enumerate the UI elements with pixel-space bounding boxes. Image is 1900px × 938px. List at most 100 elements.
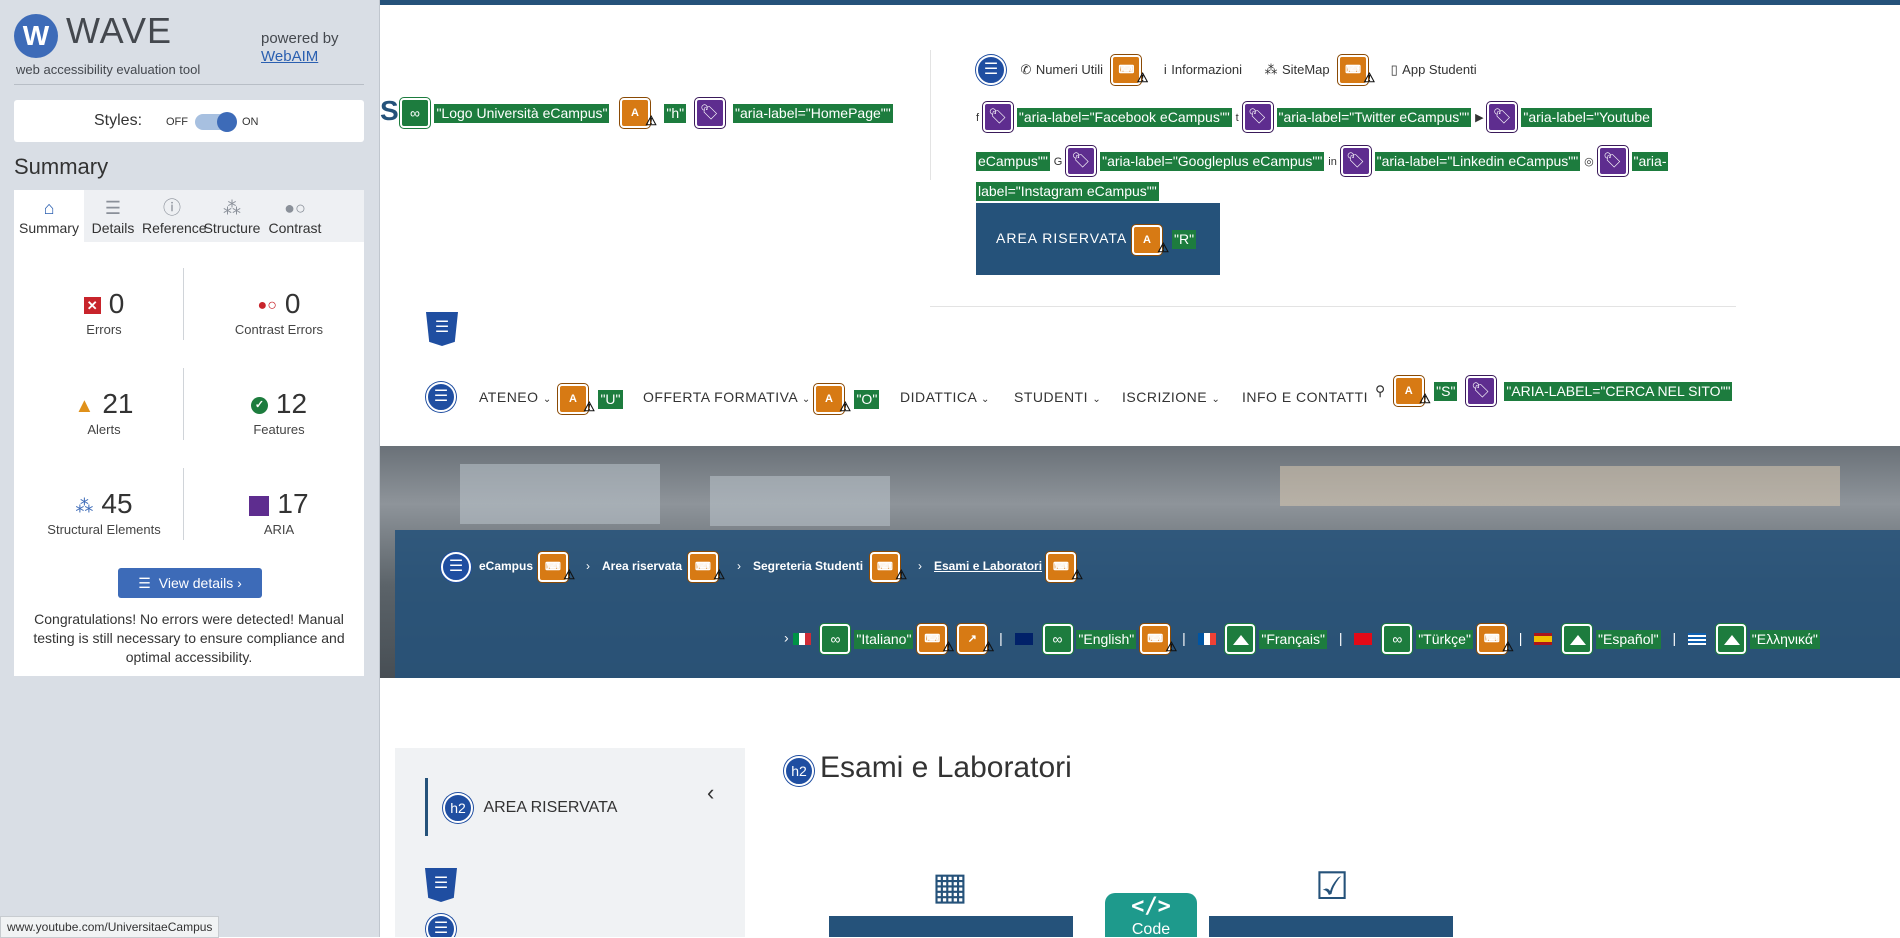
contrast-icon: ●○ [284, 198, 306, 218]
chevron-down-icon: ⌄ [801, 394, 811, 405]
chevron-down-icon: ⌄ [542, 394, 552, 405]
tab-details[interactable]: ☰ Details [84, 190, 142, 242]
h2-badge: h2 [784, 756, 814, 786]
webaim-link[interactable]: WebAIM [261, 48, 319, 65]
linkedin-icon[interactable]: in [1328, 156, 1337, 168]
stat-alerts[interactable]: ▲21 Alerts [24, 386, 184, 437]
nav-iscrizione[interactable]: ISCRIZIONE ⌄ [1122, 389, 1220, 405]
o-tag: "O" [854, 389, 880, 409]
html5-icon-wrap: ☰ [425, 868, 457, 902]
aria-tag-icon: 🏷 [1597, 146, 1628, 177]
status-bar-url: www.youtube.com/UniversitaeCampus [0, 916, 220, 938]
nav-didattica[interactable]: DIDATTICA ⌄ [900, 389, 990, 405]
tab-structure[interactable]: ⁂ Structure [202, 190, 262, 242]
lang-francais[interactable]: "Français" [1259, 629, 1327, 649]
mobile-icon: ▯ [1390, 62, 1398, 78]
wave-sidebar: W WAVE web accessibility evaluation tool… [0, 0, 380, 937]
search-icon[interactable]: ⚲ [1375, 382, 1386, 399]
chevron-right-icon: › [784, 629, 789, 646]
structural-label: Structural Elements [47, 522, 161, 537]
contrast-errors-label: Contrast Errors [234, 322, 324, 337]
alerts-label: Alerts [87, 422, 121, 437]
aria-count: 17 [277, 488, 309, 519]
area-riservata-button[interactable]: AREA RISERVATA A "R" [976, 203, 1220, 275]
hero-building [460, 464, 660, 524]
homepage-aria-tag: "aria-label="HomePage"" [733, 103, 893, 123]
instagram-aria-part1: "aria- [1631, 151, 1669, 171]
numeri-utili-link[interactable]: Numeri Utili [1035, 62, 1103, 78]
chevron-right-icon: › [586, 559, 590, 573]
view-details-button[interactable]: ☰View details › [118, 568, 262, 598]
chevron-right-icon: › [737, 559, 741, 573]
structure-icon: ⁂ [75, 495, 94, 516]
website-content: S ∞ "Logo Università eCampus" A "h" 🏷 "a… [380, 0, 1900, 937]
youtube-icon[interactable]: ▶ [1475, 112, 1484, 124]
lang-ellinika[interactable]: "Ελληνικά" [1749, 629, 1820, 649]
view-details-label: View details › [158, 575, 242, 591]
card-button-left[interactable] [829, 916, 1073, 937]
informazioni-link[interactable]: Informazioni [1171, 62, 1243, 78]
instagram-aria-part2: label="Instagram eCampus"" [976, 182, 1159, 201]
stat-aria[interactable]: 17 ARIA [199, 486, 359, 537]
wave-tabs: ⌂ Summary ☰ Details ⓘ Reference ⁂ Struct… [14, 190, 364, 242]
app-studenti-link[interactable]: App Studenti [1402, 62, 1477, 78]
toggle-knob [217, 112, 237, 132]
header-separator [930, 306, 1736, 307]
breadcrumb-list-icon: ☰ [441, 552, 471, 582]
html5-icon: ☰ [425, 868, 457, 902]
nav-studenti[interactable]: STUDENTI ⌄ [1014, 389, 1101, 405]
facebook-aria: "aria-label="Facebook eCampus"" [1016, 107, 1232, 127]
sitemap-icon: ⁂ [223, 198, 241, 218]
sitemap-link[interactable]: SiteMap [1281, 62, 1330, 78]
stat-contrast-errors[interactable]: ●○0 Contrast Errors [199, 286, 359, 337]
lang-espanol[interactable]: "Español" [1596, 629, 1661, 649]
facebook-icon[interactable]: f [976, 112, 980, 124]
tab-reference[interactable]: ⓘ Reference [142, 190, 207, 242]
h-tag: "h" [664, 103, 687, 123]
flag-gr-icon [1688, 633, 1706, 645]
link-icon: ∞ [820, 624, 851, 654]
hero-building [1280, 466, 1840, 506]
lang-english[interactable]: "English" [1076, 629, 1137, 649]
lang-italiano[interactable]: "Italiano" [854, 629, 914, 649]
aria-cube-icon [249, 495, 270, 516]
tab-details-label: Details [91, 220, 135, 236]
stat-structural[interactable]: ⁂ 45 Structural Elements [24, 486, 184, 537]
structural-count: 45 [101, 488, 133, 519]
instagram-icon[interactable]: ◎ [1584, 156, 1594, 168]
logo-annotations: ∞ "Logo Università eCampus" A "h" 🏷 "ari… [400, 98, 893, 134]
code-label: Code [1131, 921, 1171, 937]
tab-contrast[interactable]: ●○ Contrast [262, 190, 328, 242]
breadcrumb-segreteria[interactable]: Segreteria Studenti [753, 559, 864, 573]
nav-offerta-formativa[interactable]: OFFERTA FORMATIVA ⌄ [643, 389, 811, 405]
area-r-tag: "R" [1172, 230, 1197, 249]
list-structure-icon: ☰ [426, 914, 456, 937]
info-icon: ⓘ [163, 198, 181, 218]
nav-info-contatti[interactable]: INFO E CONTATTI [1242, 389, 1368, 405]
image-icon [1562, 624, 1593, 654]
nav-ateneo-label: ATENEO [479, 389, 539, 405]
breadcrumb-ecampus[interactable]: eCampus [479, 559, 534, 573]
tab-summary[interactable]: ⌂ Summary [14, 190, 84, 242]
stat-features[interactable]: ✓12 Features [199, 386, 359, 437]
googleplus-icon[interactable]: G [1053, 156, 1063, 168]
chevron-left-icon[interactable]: ‹ [707, 780, 715, 805]
youtube-aria-part2: eCampus"" [976, 151, 1050, 171]
sidebar-heading: AREA RISERVATA [483, 799, 618, 816]
lang-turkce[interactable]: "Türkçe" [1416, 629, 1473, 649]
alert-icon: A [619, 98, 657, 134]
styles-toggle[interactable] [195, 112, 237, 132]
list-structure-icon: ☰ [426, 382, 456, 412]
flag-es-icon [1534, 633, 1553, 645]
card-button-right[interactable] [1209, 916, 1453, 937]
calendar-check-icon: ☑ [1315, 866, 1350, 908]
alert-icon: ⌨ [917, 624, 954, 660]
html5-icon: ☰ [426, 312, 458, 346]
breadcrumb-area-riservata[interactable]: Area riservata [602, 559, 683, 573]
nav-ateneo[interactable]: ATENEO ⌄ [479, 389, 552, 405]
home-icon: ⌂ [43, 198, 55, 218]
alert-icon: A [558, 384, 595, 420]
youtube-aria-part1: "aria-label="Youtube [1521, 107, 1652, 127]
stat-errors[interactable]: ✕0 Errors [24, 286, 184, 337]
twitter-icon[interactable]: t [1235, 112, 1239, 124]
